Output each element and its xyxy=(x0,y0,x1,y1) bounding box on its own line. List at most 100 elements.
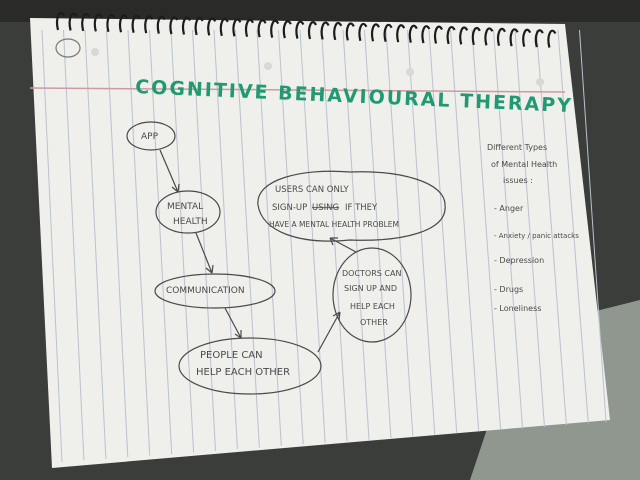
punch-hole xyxy=(91,48,99,56)
node-doctors-bubble xyxy=(332,247,412,343)
ruled-line xyxy=(149,29,173,455)
notes-heading-line-1: Different Types xyxy=(487,143,547,152)
spiral-coil xyxy=(219,17,229,37)
arrow-app-to-mental-health xyxy=(159,149,180,193)
spiral-coil xyxy=(434,25,443,44)
node-app-bubble xyxy=(126,121,176,151)
node-mental-health-bubble xyxy=(155,190,221,234)
ruled-line xyxy=(557,29,589,424)
notes-item: - Anxiety / panic attacks xyxy=(494,232,579,240)
ruled-line xyxy=(493,29,524,429)
spiral-coil xyxy=(131,14,141,33)
ruled-line xyxy=(450,29,480,432)
node-users-crossed-word: USING xyxy=(312,203,339,213)
notes-item: - Drugs xyxy=(494,285,523,294)
notes-heading-line-3: issues : xyxy=(503,176,533,185)
node-doctors-label-4: OTHER xyxy=(360,318,388,327)
ruled-line xyxy=(192,29,217,451)
ruled-line xyxy=(364,29,392,439)
ruled-line xyxy=(41,29,63,463)
spiral-coil xyxy=(194,16,204,36)
spiral-coil xyxy=(484,27,494,46)
node-users-label-1: USERS CAN ONLY xyxy=(275,185,349,195)
spiral-coil xyxy=(232,18,242,37)
node-mental-health-label-2: HEALTH xyxy=(173,217,208,227)
arrow-doctors-to-users xyxy=(329,237,357,253)
spiral-coil xyxy=(547,29,557,48)
spiral-coil xyxy=(257,19,267,38)
node-people-help-bubble xyxy=(178,337,322,395)
spiral-coil xyxy=(93,13,103,32)
ruled-line xyxy=(213,29,238,450)
node-users-label-3: IF THEY xyxy=(345,203,378,213)
node-doctors-label-1: DOCTORS CAN xyxy=(342,269,401,278)
margin-line xyxy=(29,87,566,93)
spiral-coil xyxy=(207,17,217,36)
ruled-line xyxy=(471,29,502,431)
ruled-line xyxy=(170,29,195,453)
doodle-mark xyxy=(55,38,81,58)
node-people-help-label-1: PEOPLE CAN xyxy=(200,350,263,361)
spiral-coil xyxy=(471,26,481,46)
spiral-coil xyxy=(308,21,317,40)
ruled-line xyxy=(579,29,607,423)
spiral-coil xyxy=(295,20,305,39)
ruled-line xyxy=(514,29,545,427)
ruled-line xyxy=(299,29,326,443)
node-communication-label: COMMUNICATION xyxy=(166,286,245,296)
spiral-coil xyxy=(333,21,343,41)
spiral-coil xyxy=(497,27,506,47)
ruled-line xyxy=(385,29,414,437)
spiral-coil xyxy=(459,26,469,45)
ruled-line xyxy=(127,29,151,456)
spiral-coil xyxy=(320,21,330,40)
spiral-coil xyxy=(371,23,380,42)
spiral-coil xyxy=(68,12,78,31)
node-users-signup-bubble xyxy=(257,170,446,242)
spiral-coil xyxy=(56,12,65,31)
ruled-line xyxy=(342,29,370,440)
ruled-line xyxy=(106,29,129,458)
ruled-line xyxy=(63,29,85,461)
spiral-coil xyxy=(534,29,544,48)
spiral-coil xyxy=(119,14,128,33)
arrow-people-help-to-doctors xyxy=(317,311,341,353)
spiral-coil xyxy=(383,23,393,42)
punch-hole xyxy=(264,62,272,70)
mind-map xyxy=(126,121,446,395)
notes-item: - Loneliness xyxy=(494,304,541,313)
arrow-mental-health-to-communication xyxy=(195,232,214,274)
notes-item: - Depression xyxy=(494,256,544,265)
notes-heading-line-2: of Mental Health xyxy=(491,160,557,169)
spiral-coil xyxy=(270,19,280,38)
spiral-binding xyxy=(56,12,557,48)
spiral-coil xyxy=(282,20,292,39)
spiral-coil xyxy=(446,25,456,45)
spiral-coil xyxy=(106,13,116,33)
spiral-coil xyxy=(408,24,418,43)
side-notes: Different Types of Mental Health issues … xyxy=(487,143,579,313)
spiral-coil xyxy=(182,16,191,35)
ruled-line xyxy=(536,29,567,426)
ruled-line xyxy=(235,29,260,448)
spiral-coil xyxy=(358,22,368,42)
ruled-lines xyxy=(41,29,607,463)
spiral-coil xyxy=(509,28,519,47)
node-users-label-4: HAVE A MENTAL HEALTH PROBLEM xyxy=(269,220,399,229)
spiral-coil xyxy=(144,15,154,34)
spiral-coil xyxy=(156,15,166,34)
node-doctors-label-3: HELP EACH xyxy=(350,302,395,311)
spiral-coil xyxy=(396,24,406,43)
ruled-line xyxy=(428,29,458,434)
arrow-communication-to-people-help xyxy=(224,307,242,339)
node-users-label-2: SIGN-UP xyxy=(272,203,307,213)
node-doctors-label-2: SIGN UP AND xyxy=(344,284,397,293)
spiral-coil xyxy=(345,22,355,41)
notes-item: - Anger xyxy=(494,204,524,213)
node-people-help-label-2: HELP EACH OTHER xyxy=(196,367,290,378)
node-mental-health-label-1: MENTAL xyxy=(167,202,203,212)
ruled-line xyxy=(321,29,348,442)
spiral-coil xyxy=(81,12,91,32)
node-communication-bubble xyxy=(154,273,276,309)
